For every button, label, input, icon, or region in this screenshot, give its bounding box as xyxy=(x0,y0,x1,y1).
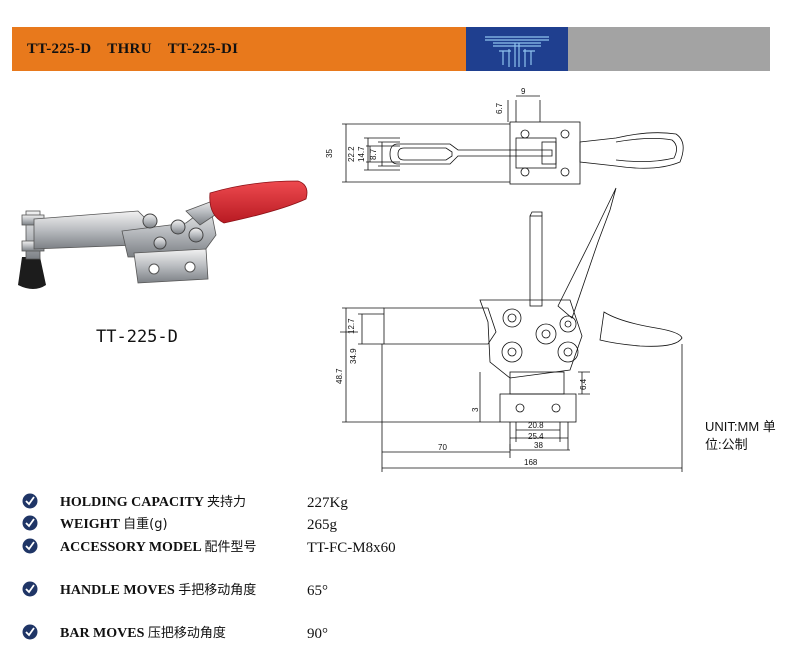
spec-value: TT-FC-M8x60 xyxy=(307,540,396,556)
spec-label: HANDLE MOVES 手把移动角度 xyxy=(60,583,257,598)
dim-9: 9 xyxy=(521,87,526,96)
dim-48-7: 48.7 xyxy=(335,368,344,384)
check-bullet-icon xyxy=(22,624,38,640)
dim-34-9: 34.9 xyxy=(349,348,358,364)
check-bullet-icon xyxy=(22,515,38,531)
tower-logo-icon xyxy=(466,27,568,71)
spec-value: 227Kg xyxy=(307,495,348,511)
product-caption: TT-225-D xyxy=(96,327,178,347)
dim-22-2: 22.2 xyxy=(347,146,356,162)
check-bullet-icon xyxy=(22,581,38,597)
dim-12-7: 12.7 xyxy=(347,318,356,334)
unit-label: UNIT:MM 单位:公制 xyxy=(705,419,776,452)
dim-8-7: 8.7 xyxy=(369,148,378,160)
spec-value: 65° xyxy=(307,583,328,599)
spec-label: HOLDING CAPACITY 夹持力 xyxy=(60,495,247,510)
toggle-clamp-photo xyxy=(10,175,310,305)
dim-38: 38 xyxy=(534,441,543,450)
header-title: TT-225-D THRU TT-225-DI xyxy=(27,40,239,57)
dim-70: 70 xyxy=(438,443,447,452)
spec-label: WEIGHT 自重(g) xyxy=(60,517,168,532)
dim-168: 168 xyxy=(524,458,538,467)
dim-35: 35 xyxy=(325,149,334,158)
check-bullet-icon xyxy=(22,538,38,554)
dim-6-4: 6.4 xyxy=(579,378,588,390)
dim-6-7: 6.7 xyxy=(495,102,504,114)
spec-label: ACCESSORY MODEL 配件型号 xyxy=(60,540,257,555)
spec-value: 90° xyxy=(307,626,328,642)
spec-value: 265g xyxy=(307,517,337,533)
dim-3: 3 xyxy=(471,407,480,412)
header-title-area: TT-225-D THRU TT-225-DI xyxy=(12,27,466,71)
toggle-clamp-technical-drawing: 9 6.7 35 22.2 14.7 8.7 12.7 34.9 48.7 3 … xyxy=(320,82,690,482)
check-bullet-icon xyxy=(22,493,38,509)
dim-20-8: 20.8 xyxy=(528,421,544,430)
dim-14-7: 14.7 xyxy=(357,146,366,162)
spec-label: BAR MOVES 压把移动角度 xyxy=(60,626,226,641)
dim-25-4: 25.4 xyxy=(528,432,544,441)
header-gray-area xyxy=(568,27,770,71)
header-bar: TT-225-D THRU TT-225-DI xyxy=(12,27,770,71)
